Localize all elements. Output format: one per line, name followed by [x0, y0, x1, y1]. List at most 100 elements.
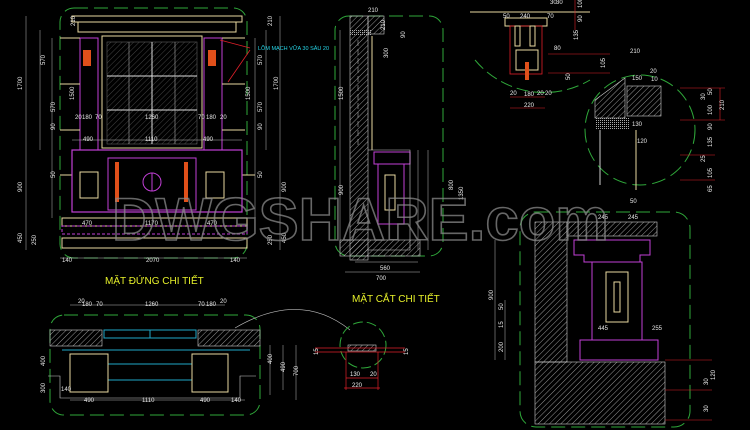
dimension-label: 90 — [578, 15, 584, 22]
dimension-label: 50 — [503, 14, 510, 20]
elevation-view: LÕM MẠCH VỮA 30 SÂU 20 1700 1700 570 570… — [18, 7, 329, 287]
detail-cornice: 210 20 150 10 210 50 30 100 90 135 25 10… — [584, 49, 726, 205]
dimension-label: 1110 — [145, 137, 158, 143]
dimension-label: 10 — [651, 77, 658, 83]
dimension-label: 135 — [708, 136, 714, 147]
dimension-label: 50 — [258, 171, 264, 178]
dimension-label: 180 — [524, 92, 535, 98]
dimension-label: 1350 — [459, 186, 465, 200]
dimension-label: 210 — [630, 49, 641, 55]
dimension-label: 570 — [51, 101, 57, 112]
dimension-label: 570 — [41, 54, 47, 65]
dimension-label: 400 — [268, 353, 274, 364]
watermark: DWGSHARE.com — [112, 186, 609, 253]
dimension-label: 15 — [404, 348, 410, 355]
ornament — [208, 50, 216, 66]
dimension-label: 100 — [578, 0, 584, 8]
dimension-label: 570 — [258, 54, 264, 65]
dimension-label: 90 — [401, 31, 407, 38]
dimension-label: 210 — [368, 8, 379, 14]
dimension-label: 70 — [547, 14, 554, 20]
elevation-title: MẶT ĐỨNG CHI TIẾT — [105, 274, 204, 287]
dimension-label: 470 — [207, 221, 218, 227]
dimension-label: 70 — [198, 115, 205, 121]
dimension-label: 300 — [384, 47, 390, 58]
plan-view: 20 180 70 1260 70 180 20 400 300 140 490… — [41, 299, 410, 416]
dimension-label: 70 — [96, 302, 103, 308]
section-view: 210 210 90 300 1500 900 800 1350 560 700… — [334, 8, 465, 305]
dimension-label: 50 — [566, 73, 572, 80]
dimension-label: 15 — [314, 348, 320, 355]
dimension-label: 220 — [524, 103, 535, 109]
dimension-label: 105 — [601, 57, 607, 68]
dimension-label: 1260 — [145, 302, 159, 308]
dimension-label: 50 — [499, 303, 505, 310]
dimension-label: 250 — [32, 234, 38, 245]
dimension-label: 490 — [203, 137, 214, 143]
detail-top: 50 240 70 30 30 100 90 135 80 105 50 20 … — [470, 0, 610, 109]
ornament — [83, 50, 91, 66]
dimension-label: 800 — [449, 179, 455, 190]
dimension-label: 180 — [206, 302, 217, 308]
dimension-label: 450 — [282, 232, 288, 243]
dimension-label: 50 — [630, 199, 637, 205]
dimension-label: 50 — [708, 88, 714, 95]
dimension-label: 150 — [632, 76, 643, 82]
dimension-label: 900 — [489, 289, 495, 300]
dimension-label: 1500 — [246, 86, 252, 100]
dimension-label: 120 — [637, 139, 648, 145]
dimension-label: 20 — [537, 91, 544, 97]
detail-frame — [519, 211, 691, 428]
dimension-label: 1500 — [70, 86, 76, 100]
detail-frame — [49, 314, 261, 416]
dimension-label: 490 — [200, 398, 211, 404]
dimension-label: 570 — [258, 101, 264, 112]
detail-frame — [334, 15, 444, 257]
dimension-label: 140 — [230, 258, 241, 264]
dimension-label: 210 — [381, 19, 387, 30]
dimension-label: 245 — [598, 215, 609, 221]
dimension-label: 210 — [720, 99, 726, 110]
dimension-label: 20 — [220, 299, 227, 305]
dimension-label: 180 — [206, 115, 217, 121]
dimension-label: 70 — [95, 115, 102, 121]
dimension-label: 105 — [708, 167, 714, 178]
window — [101, 35, 203, 149]
dimension-label: 900 — [339, 184, 345, 195]
dimension-label: 80 — [554, 46, 561, 52]
dimension-label: 490 — [83, 137, 94, 143]
dimension-label: 100 — [708, 104, 714, 115]
dimension-label: 130 — [350, 372, 361, 378]
dimension-label: 20 — [510, 91, 517, 97]
dimension-label: 20 — [650, 69, 657, 75]
dimension-label: 50 — [51, 171, 57, 178]
dimension-label: 255 — [652, 326, 663, 332]
dimension-label: 20 — [545, 91, 552, 97]
dimension-label: 20 — [75, 115, 82, 121]
dimension-label: 2070 — [146, 258, 160, 264]
dimension-label: 70 — [198, 302, 205, 308]
dimension-label: 700 — [294, 365, 300, 376]
dimension-label: 90 — [51, 123, 57, 130]
dimension-label: 30 — [550, 0, 557, 6]
dimension-label: 200 — [499, 341, 505, 352]
dimension-label: 20 — [78, 299, 85, 305]
dimension-label: 900 — [282, 181, 288, 192]
dimension-label: 1700 — [18, 76, 24, 90]
dimension-label: 135 — [574, 29, 580, 40]
dimension-label: 180 — [82, 302, 93, 308]
dimension-label: 1110 — [142, 398, 155, 404]
dimension-label: 30 — [556, 0, 563, 6]
dimension-label: 140 — [231, 398, 242, 404]
dimension-label: 400 — [41, 355, 47, 366]
dimension-label: 245 — [628, 215, 639, 221]
dimension-label: 25 — [701, 155, 707, 162]
note-label: LÕM MẠCH VỮA 30 SÂU 20 — [258, 45, 329, 52]
dimension-label: 30 — [704, 405, 710, 412]
dimension-label: 470 — [82, 221, 93, 227]
dimension-label: 140 — [61, 387, 72, 393]
dimension-label: 90 — [708, 123, 714, 130]
dimension-label: 900 — [18, 181, 24, 192]
dimension-label: 240 — [520, 14, 531, 20]
